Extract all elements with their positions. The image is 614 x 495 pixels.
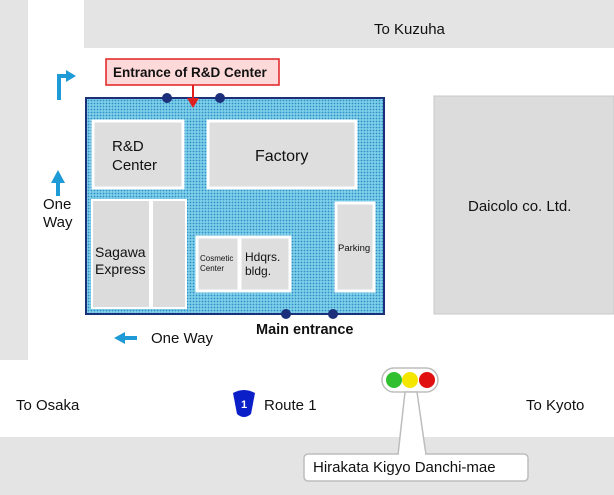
hdqrs-label-line1: Hdqrs. <box>245 250 280 264</box>
cosmetic-label-line1: Cosmetic <box>200 254 233 263</box>
entrance-marker-left <box>162 93 172 103</box>
sagawa-building-left <box>91 199 151 309</box>
factory-building <box>206 119 358 190</box>
parking-label: Parking <box>338 243 370 254</box>
to-kyoto-label: To Kyoto <box>526 397 584 414</box>
entrance-callout-arrowhead <box>187 98 199 108</box>
parking-area <box>334 201 376 293</box>
one-way-vertical-line2: Way <box>43 214 73 231</box>
traffic-light-label-join <box>399 451 425 456</box>
left-arrowhead <box>114 332 125 344</box>
block-top-left <box>0 0 28 360</box>
traffic-light-red <box>419 372 435 388</box>
rd-center-building <box>91 119 185 190</box>
rd-center-label-line1: R&D <box>112 138 144 155</box>
hdqrs-building <box>238 235 292 293</box>
daicolo-label: Daicolo co. Ltd. <box>468 198 571 215</box>
one-way-vertical-line1: One <box>43 196 71 213</box>
sagawa-label-line2: Express <box>95 261 146 277</box>
rd-center-label-line2: Center <box>112 157 157 174</box>
main-entrance-marker-left <box>281 309 291 319</box>
sagawa-label-line1: Sagawa <box>95 244 146 260</box>
route-1-shield-icon <box>233 390 255 417</box>
entrance-marker-right <box>215 93 225 103</box>
main-entrance-marker-right <box>328 309 338 319</box>
hdqrs-label-line2: bldg. <box>245 264 271 278</box>
turn-right-arrow-icon <box>57 74 68 100</box>
traffic-light-yellow <box>402 372 418 388</box>
route-1-number: 1 <box>241 399 247 411</box>
main-entrance-label: Main entrance <box>256 322 354 338</box>
cosmetic-center-building <box>195 235 241 293</box>
traffic-light-label: Hirakata Kigyo Danchi-mae <box>313 459 496 476</box>
entrance-callout-label: Entrance of R&D Center <box>113 65 268 80</box>
traffic-light-green <box>386 372 402 388</box>
to-kuzuha-label: To Kuzuha <box>374 21 446 38</box>
route-1-label: Route 1 <box>264 397 317 414</box>
block-right <box>433 95 614 315</box>
to-osaka-label: To Osaka <box>16 397 80 414</box>
one-way-horizontal-label: One Way <box>151 330 213 347</box>
turn-right-arrowhead <box>66 70 76 82</box>
factory-label: Factory <box>255 148 308 165</box>
up-arrowhead <box>51 170 65 183</box>
cosmetic-label-line2: Center <box>200 264 224 273</box>
sagawa-building-right <box>151 199 187 309</box>
block-top <box>84 0 614 48</box>
